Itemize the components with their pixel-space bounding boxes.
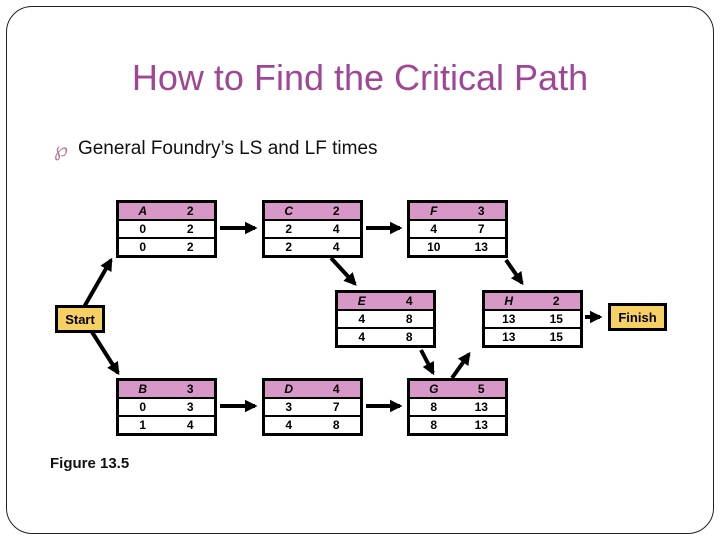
- finish-terminal: Finish: [608, 303, 667, 331]
- ls-value: 4: [358, 330, 366, 344]
- ls-lf-row: 13 15: [485, 327, 580, 345]
- ls-value: 8: [430, 418, 438, 432]
- es-ef-row: 8 13: [410, 399, 505, 415]
- lf-value: 2: [186, 240, 194, 254]
- lf-value: 4: [186, 418, 194, 432]
- activity-duration: 3: [186, 382, 194, 396]
- arrow-G-to-H: [450, 351, 471, 380]
- arrow-E-to-G: [419, 349, 435, 376]
- activity-letter: E: [357, 294, 366, 308]
- slide-title: How to Find the Critical Path: [131, 57, 589, 98]
- ls-value: 0: [139, 240, 147, 254]
- activity-duration: 2: [186, 204, 194, 218]
- activity-letter: H: [504, 294, 514, 308]
- ls-lf-row: 10 13: [410, 237, 505, 255]
- es-value: 8: [430, 400, 438, 414]
- slide-border: [6, 6, 714, 534]
- bullet-text: General Foundry’s LS and LF times: [77, 138, 378, 159]
- ls-value: 2: [285, 240, 293, 254]
- es-value: 4: [430, 222, 438, 236]
- activity-letter: D: [284, 382, 294, 396]
- ef-value: 13: [474, 400, 488, 414]
- lf-value: 13: [474, 418, 488, 432]
- activity-duration: 5: [477, 382, 485, 396]
- activity-duration: 4: [332, 382, 340, 396]
- figure-caption: Figure 13.5: [50, 455, 130, 472]
- activity-letter: F: [430, 204, 438, 218]
- arrow-F-to-H: [504, 258, 524, 286]
- ef-value: 8: [405, 312, 413, 326]
- lf-value: 8: [332, 418, 340, 432]
- es-value: 2: [285, 222, 293, 236]
- es-value: 3: [285, 400, 293, 414]
- arrow-C-to-E: [329, 256, 357, 286]
- bullet-glyph-icon: ℘: [54, 137, 68, 161]
- arrow-start-to-A: [82, 257, 113, 308]
- ls-value: 1: [139, 418, 147, 432]
- es-value: 4: [358, 312, 366, 326]
- bullet-line: ℘ General Foundry’s LS and LF times: [54, 136, 378, 162]
- activity-duration: 3: [477, 204, 485, 218]
- ef-value: 7: [477, 222, 485, 236]
- ef-value: 7: [332, 400, 340, 414]
- ls-value: 10: [427, 240, 441, 254]
- activity-letter: C: [284, 204, 294, 218]
- activity-duration: 2: [552, 294, 560, 308]
- ef-value: 3: [186, 400, 194, 414]
- start-terminal: Start: [55, 305, 105, 333]
- ls-value: 4: [285, 418, 293, 432]
- lf-value: 13: [474, 240, 488, 254]
- ef-value: 15: [549, 312, 563, 326]
- ef-value: 2: [186, 222, 194, 236]
- activity-letter: G: [429, 382, 439, 396]
- es-value: 0: [139, 222, 147, 236]
- es-value: 13: [502, 312, 516, 326]
- ef-value: 4: [332, 222, 340, 236]
- activity-letter: B: [138, 382, 148, 396]
- ls-lf-row: 8 13: [410, 415, 505, 433]
- lf-value: 15: [549, 330, 563, 344]
- es-ef-row: 13 15: [485, 311, 580, 327]
- arrow-start-to-B: [90, 330, 120, 376]
- activity-letter: A: [138, 204, 148, 218]
- es-value: 0: [139, 400, 147, 414]
- activity-duration: 4: [405, 294, 413, 308]
- activity-duration: 2: [332, 204, 340, 218]
- ls-value: 13: [502, 330, 516, 344]
- lf-value: 4: [332, 240, 340, 254]
- lf-value: 8: [405, 330, 413, 344]
